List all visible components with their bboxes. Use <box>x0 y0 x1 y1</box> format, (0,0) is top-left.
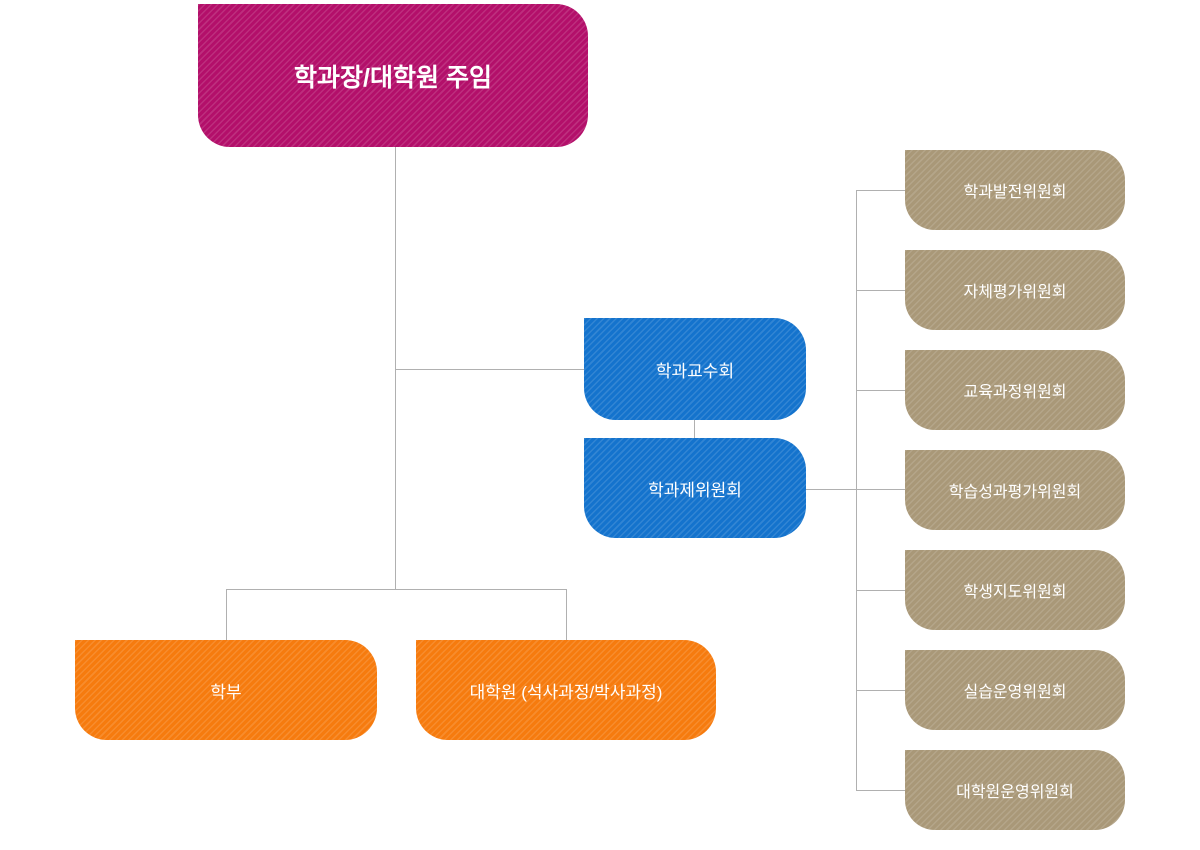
head-label: 학과장/대학원 주임 <box>294 63 492 92</box>
committee-label: 자체평가위원회 <box>963 284 1067 301</box>
connector-to-council <box>395 369 584 370</box>
committee-label: 교육과정위원회 <box>963 384 1067 401</box>
head-box: 학과장/대학원 주임 <box>198 4 588 147</box>
committee-box-practice-operations: 실습운영위원회 <box>905 650 1125 730</box>
undergraduate-box: 학부 <box>75 640 377 740</box>
connector-stub-5 <box>856 590 905 591</box>
dept-committees-box: 학과제위원회 <box>584 438 806 538</box>
connector-head-down <box>395 147 396 589</box>
committee-box-curriculum: 교육과정위원회 <box>905 350 1125 430</box>
connector-grad-drop <box>566 589 567 640</box>
committee-box-self-evaluation: 자체평가위원회 <box>905 250 1125 330</box>
committee-box-graduate-operations: 대학원운영위원회 <box>905 750 1125 830</box>
connector-committee-trunk <box>856 190 857 791</box>
faculty-council-box: 학과교수회 <box>584 318 806 420</box>
connector-stub-6 <box>856 690 905 691</box>
committee-label: 학생지도위원회 <box>963 584 1067 601</box>
connector-board-to-trunk <box>806 489 905 490</box>
graduate-box: 대학원 (석사과정/박사과정) <box>416 640 716 740</box>
undergraduate-label: 학부 <box>210 682 242 702</box>
committee-box-development: 학과발전위원회 <box>905 150 1125 230</box>
connector-programs-horizontal <box>226 589 566 590</box>
committee-label: 대학원운영위원회 <box>956 784 1074 801</box>
graduate-label: 대학원 (석사과정/박사과정) <box>469 682 663 702</box>
connector-stub-7 <box>856 790 905 791</box>
connector-stub-3 <box>856 390 905 391</box>
connector-stub-1 <box>856 190 905 191</box>
committee-box-student-guidance: 학생지도위원회 <box>905 550 1125 630</box>
committee-label: 학습성과평가위원회 <box>948 484 1082 501</box>
connector-undergrad-drop <box>226 589 227 640</box>
dept-committees-label: 학과제위원회 <box>648 480 742 500</box>
faculty-council-label: 학과교수회 <box>655 361 735 381</box>
connector-council-board <box>694 420 695 438</box>
connector-stub-2 <box>856 290 905 291</box>
committee-label: 학과발전위원회 <box>963 184 1067 201</box>
committee-box-learning-outcomes: 학습성과평가위원회 <box>905 450 1125 530</box>
committee-label: 실습운영위원회 <box>963 684 1067 701</box>
